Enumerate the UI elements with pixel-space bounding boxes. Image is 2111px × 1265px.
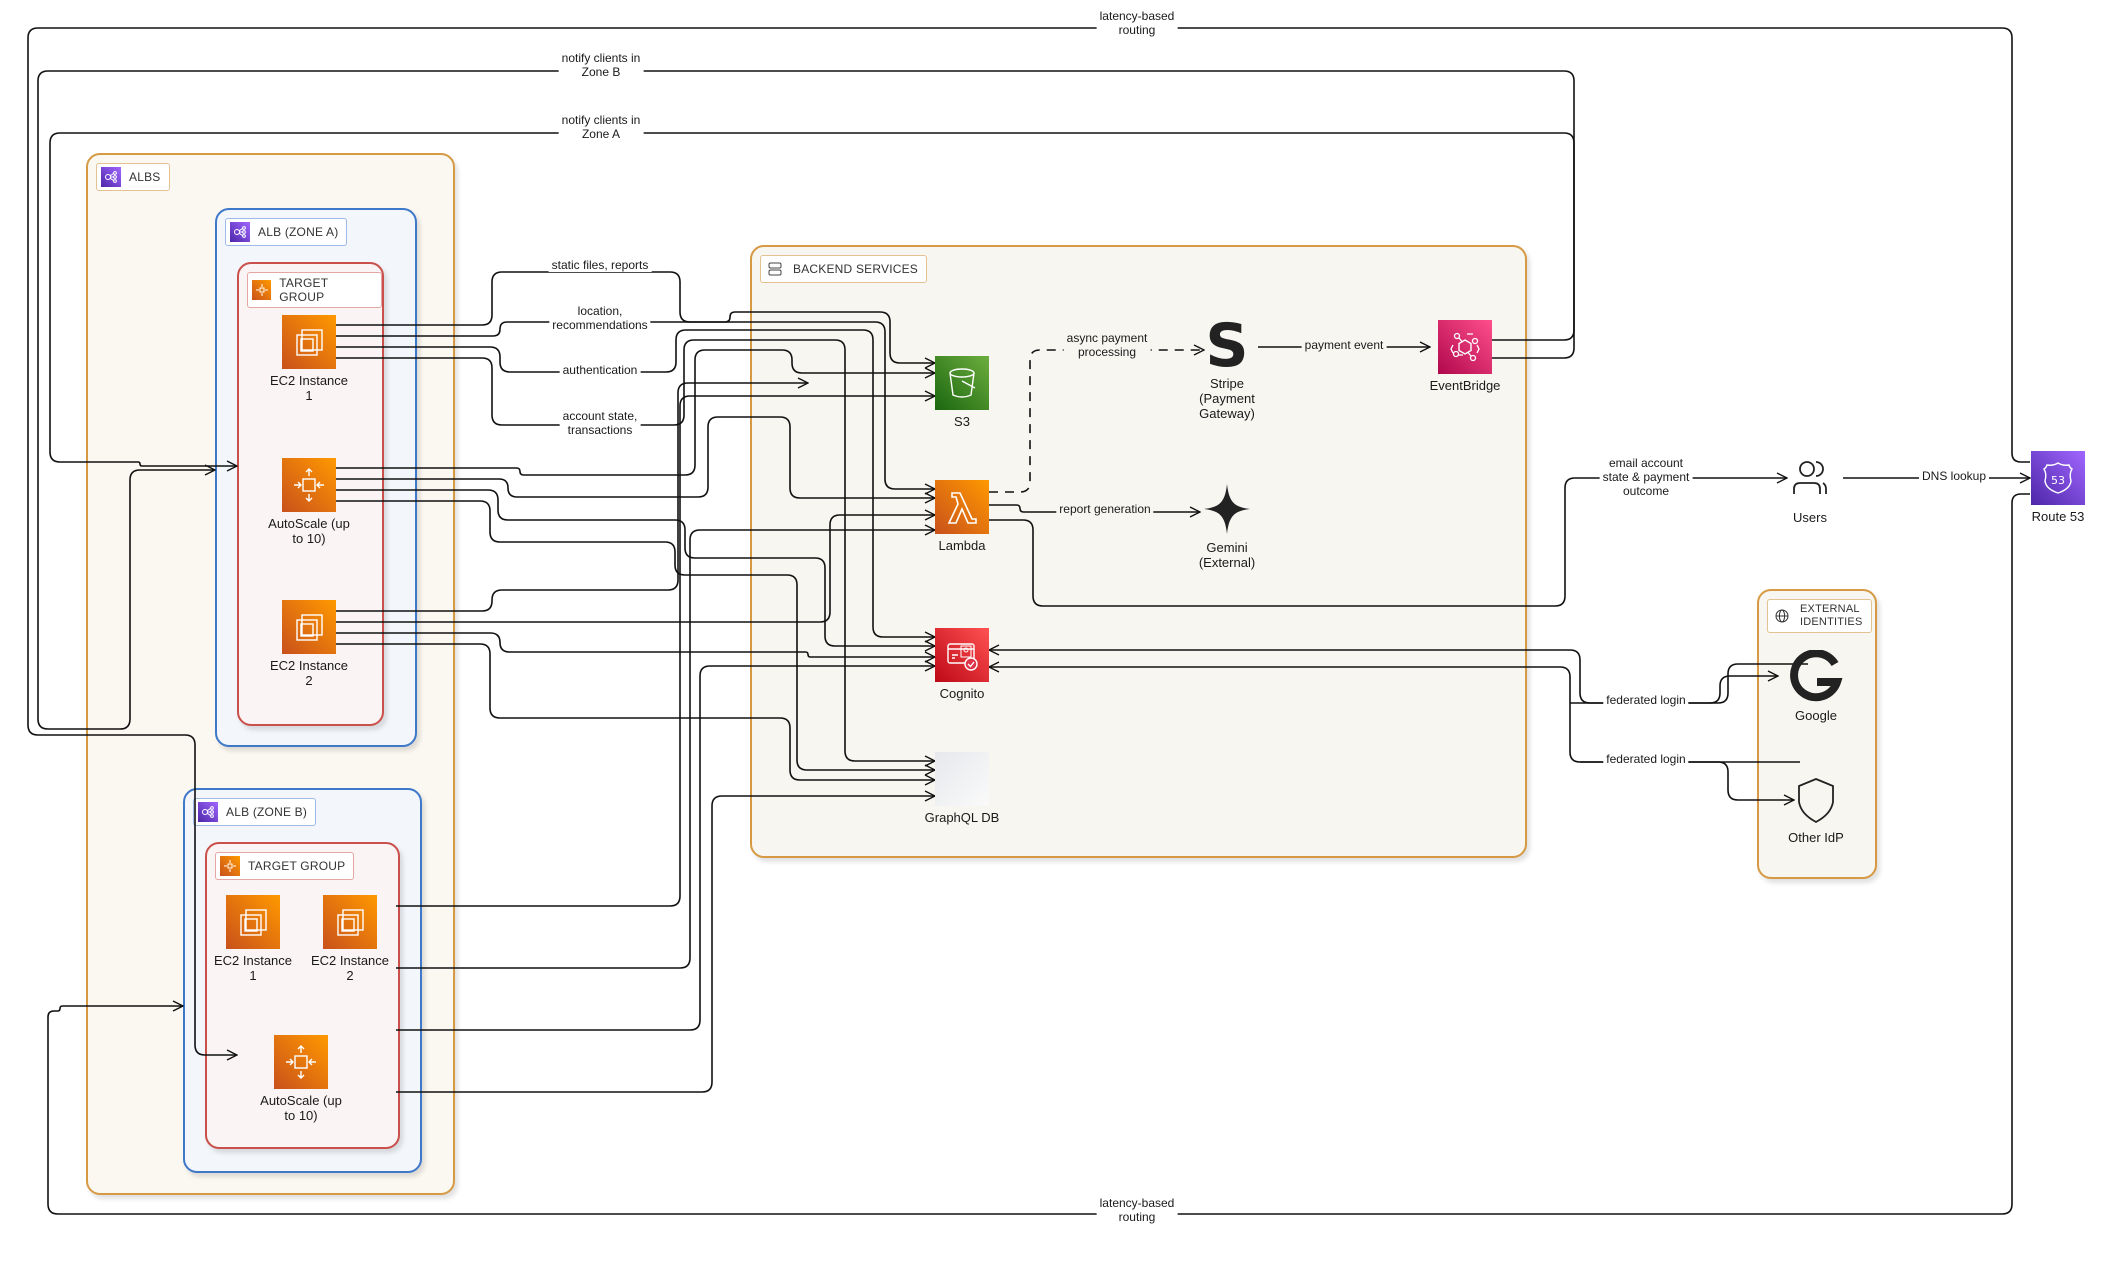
edge-label-notify-zone-a: notify clients in Zone A [558, 113, 644, 141]
alb-zone-b-label: ALB (ZONE B) [193, 798, 317, 826]
edge-label-async-payment: async payment processing [1063, 331, 1151, 359]
stripe-icon: S [1200, 318, 1254, 372]
edge-label-payment-event: payment event [1301, 338, 1387, 352]
shield-icon [1789, 772, 1843, 826]
route53-node[interactable]: 53 Route 53 [2018, 451, 2098, 524]
users-icon [1783, 452, 1837, 506]
edge-label-report-generation: report generation [1056, 502, 1154, 516]
edge-label-latency-top: latency-based routing [1096, 9, 1178, 37]
albs-group-label: ALBS [96, 163, 170, 191]
ec2-instance-b2[interactable]: EC2 Instance 2 [303, 895, 397, 983]
eventbridge-node[interactable]: EventBridge [1420, 320, 1510, 393]
edge-label-email-account: email account state & payment outcome [1599, 456, 1693, 498]
eventbridge-icon [1438, 320, 1492, 374]
route53-icon: 53 [2031, 451, 2085, 505]
ec2-instance-a1[interactable]: EC2 Instance 1 [262, 315, 356, 403]
autoscaling-icon [282, 458, 336, 512]
svg-text:S: S [1206, 318, 1248, 372]
ec2-icon [323, 895, 377, 949]
edge-label-dns-lookup: DNS lookup [1918, 469, 1990, 483]
external-identities-label: EXTERNAL IDENTITIES [1767, 599, 1872, 633]
backend-services-label: BACKEND SERVICES [760, 255, 928, 283]
lambda-icon [935, 480, 989, 534]
cognito-icon [935, 628, 989, 682]
edge-label-federated-other: federated login [1603, 752, 1689, 766]
elb-icon [101, 167, 121, 187]
elb-icon [230, 222, 250, 242]
s3-bucket-icon [935, 356, 989, 410]
edge-label-federated-google: federated login [1603, 693, 1689, 707]
autoscale-a[interactable]: AutoScale (up to 10) [257, 458, 361, 546]
lambda-node[interactable]: Lambda [920, 480, 1004, 553]
ec2-instance-a2[interactable]: EC2 Instance 2 [262, 600, 356, 688]
alb-zone-a-label: ALB (ZONE A) [225, 218, 348, 246]
elb-icon [198, 802, 218, 822]
gemini-node[interactable]: Gemini (External) [1187, 482, 1267, 570]
edge-label-account-state: account state, transactions [559, 409, 641, 437]
s3-node[interactable]: S3 [920, 356, 1004, 429]
autoscaling-icon [274, 1035, 328, 1089]
google-g-icon [1789, 650, 1843, 704]
cognito-node[interactable]: Cognito [920, 628, 1004, 701]
stripe-node[interactable]: S Stripe (Payment Gateway) [1187, 318, 1267, 421]
svg-text:53: 53 [2051, 474, 2065, 487]
ec2-icon [282, 315, 336, 369]
target-group-icon [220, 856, 240, 876]
edge-label-static-files: static files, reports [548, 258, 652, 272]
globe-icon [1772, 606, 1792, 626]
edge-label-authentication: authentication [559, 363, 641, 377]
target-group-icon [252, 280, 272, 300]
google-node[interactable]: Google [1776, 650, 1856, 723]
autoscale-b[interactable]: AutoScale (up to 10) [249, 1035, 353, 1123]
users-node[interactable]: Users [1770, 452, 1850, 525]
ec2-icon [226, 895, 280, 949]
edge-label-notify-zone-b: notify clients in Zone B [558, 51, 644, 79]
ec2-icon [282, 600, 336, 654]
edge-label-latency-bottom: latency-based routing [1096, 1196, 1178, 1224]
edge-label-location: location, recommendations [549, 304, 651, 332]
other-idp-node[interactable]: Other IdP [1776, 772, 1856, 845]
graphql-db-icon [935, 752, 989, 806]
target-group-b-label: TARGET GROUP [215, 852, 355, 880]
ec2-instance-b1[interactable]: EC2 Instance 1 [206, 895, 300, 983]
target-group-a-label: TARGET GROUP [247, 272, 382, 308]
graphql-db-node[interactable]: GraphQL DB [905, 752, 1019, 825]
gemini-sparkle-icon [1200, 482, 1254, 536]
server-icon [765, 259, 785, 279]
